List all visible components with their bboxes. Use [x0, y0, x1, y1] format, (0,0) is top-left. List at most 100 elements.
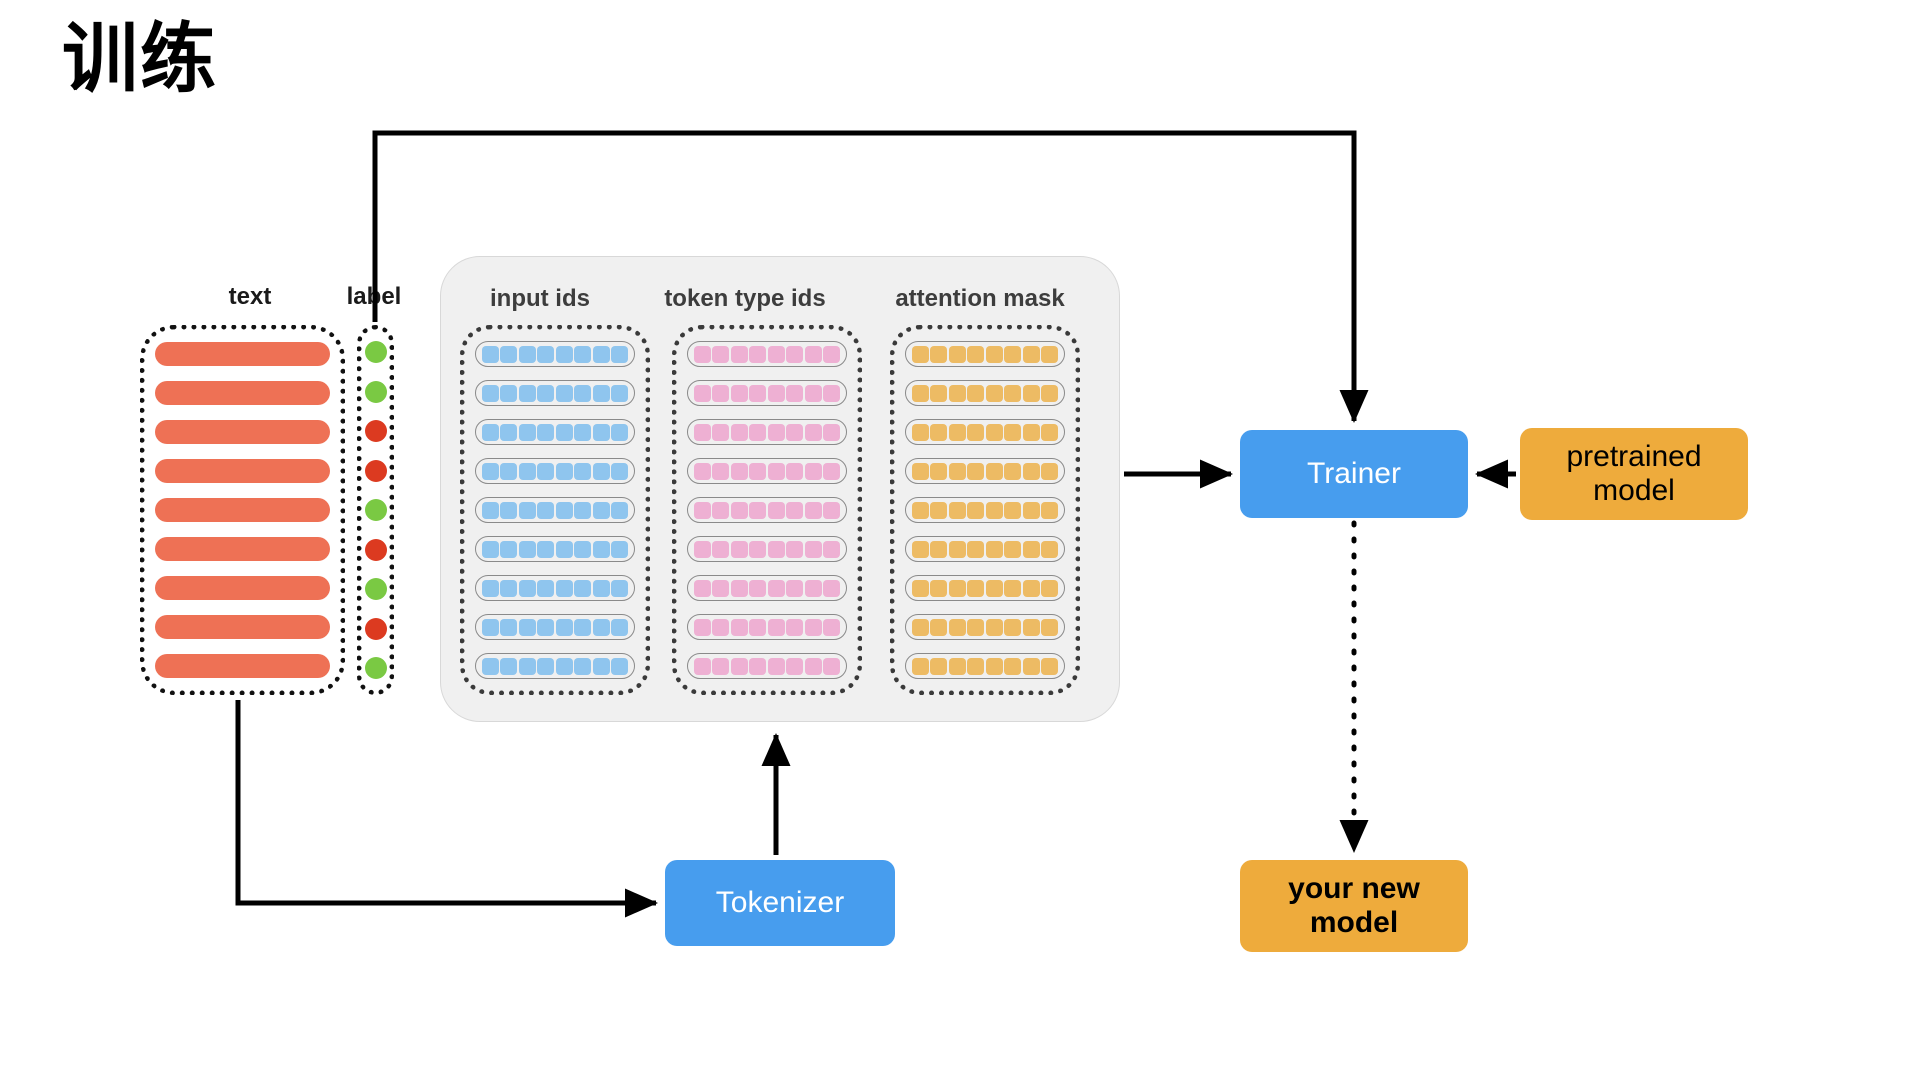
token-cell — [1040, 540, 1058, 558]
token-cell — [592, 501, 610, 519]
token-cell — [1022, 423, 1040, 441]
text-row — [155, 615, 330, 639]
token-cell — [592, 618, 610, 636]
token-cell — [730, 384, 748, 402]
input-ids-row — [475, 497, 635, 523]
token-cell — [592, 384, 610, 402]
token-cell — [694, 462, 711, 480]
token-cell — [948, 501, 966, 519]
token-cell — [786, 462, 804, 480]
token-cell — [1022, 618, 1040, 636]
token-cell — [930, 462, 948, 480]
token-cell — [1004, 384, 1022, 402]
tokenizer-node[interactable]: Tokenizer — [665, 860, 895, 946]
token-cell — [592, 579, 610, 597]
token-cell — [767, 579, 785, 597]
token-cell — [712, 579, 730, 597]
trainer-node[interactable]: Trainer — [1240, 430, 1468, 518]
attention-mask-row — [905, 497, 1065, 523]
label-column — [357, 325, 394, 695]
token-cell — [749, 423, 767, 441]
token-cell — [822, 657, 840, 675]
token-cell — [730, 540, 748, 558]
token-cell — [967, 345, 985, 363]
token-cell — [537, 345, 555, 363]
token-cell — [730, 618, 748, 636]
token-cell — [1040, 384, 1058, 402]
token-cell — [518, 579, 536, 597]
token-cell — [555, 501, 573, 519]
attention-mask-row — [905, 341, 1065, 367]
input-ids-row — [475, 653, 635, 679]
token-cell — [985, 657, 1003, 675]
token-cell — [967, 501, 985, 519]
pretrained-model-line-1: pretrained — [1566, 439, 1702, 473]
token-cell — [500, 345, 518, 363]
text-row — [155, 654, 330, 678]
token-cell — [804, 657, 822, 675]
token-cell — [786, 345, 804, 363]
token-cell — [574, 423, 592, 441]
column-header-token-type-ids: token type ids — [664, 285, 826, 312]
token-cell — [518, 423, 536, 441]
token-cell — [537, 462, 555, 480]
token-cell — [592, 657, 610, 675]
label-dot — [364, 617, 387, 640]
token-cell — [482, 462, 499, 480]
token-cell — [537, 384, 555, 402]
token-cell — [822, 501, 840, 519]
token-cell — [948, 579, 966, 597]
token-cell — [767, 462, 785, 480]
token-cell — [730, 579, 748, 597]
token-cell — [822, 579, 840, 597]
token-cell — [592, 540, 610, 558]
token-cell — [985, 618, 1003, 636]
text-column — [140, 325, 345, 695]
label-dot — [364, 538, 387, 561]
token-cell — [730, 423, 748, 441]
token-cell — [912, 501, 929, 519]
token-cell — [482, 345, 499, 363]
token-cell — [592, 423, 610, 441]
new-model-node[interactable]: your new model — [1240, 860, 1468, 952]
token-cell — [555, 345, 573, 363]
label-dot — [364, 459, 387, 482]
token-cell — [786, 579, 804, 597]
token-cell — [930, 423, 948, 441]
new-model-label: your new model — [1288, 872, 1420, 941]
input-ids-column — [460, 325, 650, 695]
token-cell — [930, 384, 948, 402]
attention-mask-row — [905, 575, 1065, 601]
token-cell — [1004, 579, 1022, 597]
token-cell — [712, 384, 730, 402]
token-type-ids-row — [687, 419, 847, 445]
text-row — [155, 342, 330, 366]
token-cell — [482, 579, 499, 597]
text-row — [155, 420, 330, 444]
token-cell — [948, 423, 966, 441]
token-cell — [500, 657, 518, 675]
token-type-ids-column — [672, 325, 862, 695]
token-cell — [786, 384, 804, 402]
token-type-ids-row — [687, 653, 847, 679]
token-cell — [1004, 657, 1022, 675]
token-cell — [967, 657, 985, 675]
token-cell — [749, 540, 767, 558]
label-dot — [364, 499, 387, 521]
token-cell — [930, 618, 948, 636]
pretrained-model-node[interactable]: pretrained model — [1520, 428, 1748, 520]
token-cell — [694, 540, 711, 558]
token-cell — [786, 540, 804, 558]
token-cell — [767, 657, 785, 675]
new-model-line-2: model — [1309, 906, 1399, 939]
token-cell — [712, 501, 730, 519]
token-cell — [1040, 423, 1058, 441]
token-cell — [482, 540, 499, 558]
token-cell — [804, 579, 822, 597]
token-cell — [500, 618, 518, 636]
input-ids-row — [475, 458, 635, 484]
token-cell — [804, 540, 822, 558]
token-cell — [804, 345, 822, 363]
token-cell — [948, 657, 966, 675]
token-cell — [767, 618, 785, 636]
